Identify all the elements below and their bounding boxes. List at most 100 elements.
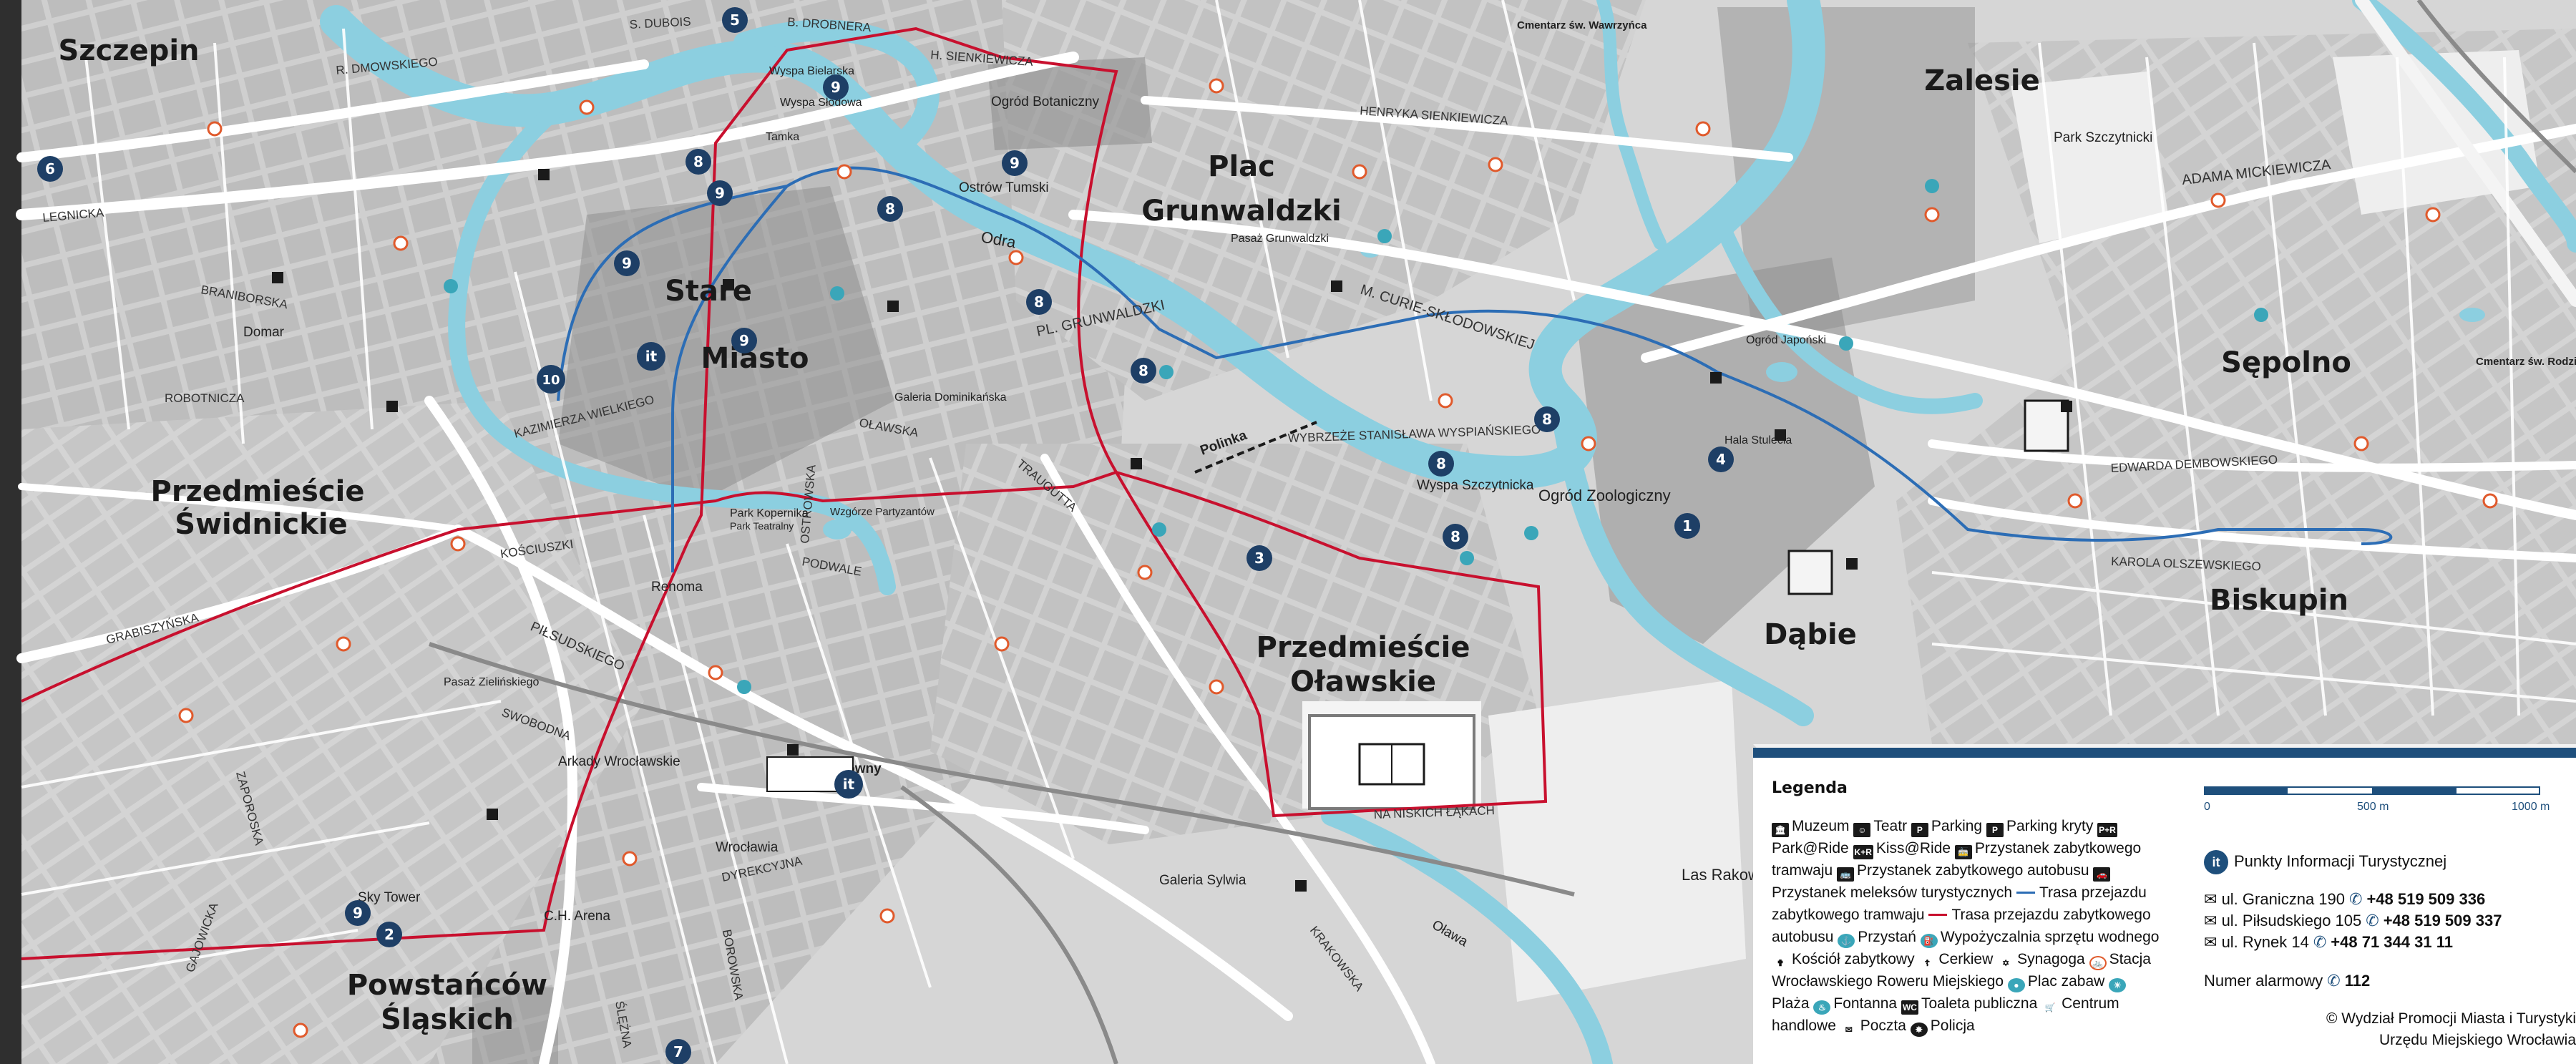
place-label: Cmentarz św. Wawrzyńca bbox=[1517, 19, 1647, 31]
marker-10[interactable]: 10 bbox=[537, 365, 565, 394]
marker-2[interactable]: 2 bbox=[376, 922, 402, 947]
marker-1[interactable]: 1 bbox=[1674, 513, 1700, 539]
historic-tram-route bbox=[21, 26, 1548, 960]
marker-8-label: 8 bbox=[1436, 455, 1446, 472]
polinka-cable-line bbox=[1194, 421, 1317, 474]
marker-8[interactable]: 8 bbox=[686, 149, 711, 175]
marker-8[interactable]: 8 bbox=[1026, 289, 1052, 315]
scale-bar-segment bbox=[2204, 786, 2288, 795]
info-icon: it bbox=[2204, 850, 2228, 874]
marker-5[interactable]: 5 bbox=[722, 7, 748, 33]
scale-label-1000: 1000 m bbox=[2512, 801, 2550, 813]
legend-item: 🛒Centrum handlowe bbox=[1772, 995, 2119, 1034]
marker-7[interactable]: 7 bbox=[665, 1039, 691, 1064]
copyright: © Wydział Promocji Miasta i Turystyki Ur… bbox=[2168, 1008, 2576, 1051]
tourist-info-marker[interactable]: it bbox=[834, 770, 863, 799]
place-label: Ogród Zoologiczny bbox=[1538, 487, 1671, 504]
mail-icon: ✉ bbox=[2204, 890, 2218, 908]
fountain-icon: ♨ bbox=[1813, 1000, 1831, 1015]
office-address: ul. Piłsudskiego 105 bbox=[2221, 912, 2362, 929]
tourist-office: ✉ ul. Rynek 14✆+48 71 344 31 11 bbox=[2204, 933, 2576, 952]
place-label: Galeria Dominikańska bbox=[894, 391, 1007, 404]
place-label: Domar bbox=[243, 325, 285, 340]
legend-label: Parking bbox=[1931, 818, 1983, 834]
marker-9-label: 9 bbox=[715, 185, 725, 202]
legend-item: ✡ Synagoga bbox=[1997, 951, 2085, 968]
legend-label: Muzeum bbox=[1792, 818, 1850, 834]
emergency-label: Numer alarmowy bbox=[2204, 972, 2323, 990]
marker-9[interactable]: 9 bbox=[614, 250, 640, 276]
place-label: Galeria Sylwia bbox=[1159, 873, 1246, 888]
marker-8-label: 8 bbox=[1034, 293, 1044, 311]
parking-covered-icon: P bbox=[1986, 823, 2004, 837]
place-label: Arkady Wrocławskie bbox=[558, 754, 680, 769]
place-label: Tamka bbox=[766, 131, 799, 143]
orthodox-church-icon: ☦ bbox=[1924, 958, 1931, 968]
legend-label: Przystań bbox=[1858, 929, 1916, 945]
legend-item: ☦Cerkiew bbox=[1918, 951, 1994, 968]
place-label: Sky Tower bbox=[358, 890, 421, 905]
mail-icon: ✉ bbox=[2204, 912, 2218, 929]
marker-1-label: 1 bbox=[1682, 517, 1692, 535]
marker-8-label: 8 bbox=[1450, 528, 1460, 545]
legend-label: Stacja Wrocławskiego Roweru Miejskiego bbox=[1772, 951, 2151, 990]
place-label: Ogród Botaniczny bbox=[991, 94, 1100, 109]
place-label: Park Teatralny bbox=[730, 520, 794, 532]
district-szczepin: Szczepin bbox=[58, 34, 199, 67]
tourist-info-marker[interactable]: it bbox=[637, 342, 665, 371]
legend-item: 🏛Muzeum bbox=[1772, 818, 1850, 837]
beach-icon: ☀ bbox=[2109, 978, 2127, 992]
marker-9[interactable]: 9 bbox=[1002, 150, 1028, 176]
tourist-info-label: it bbox=[843, 776, 855, 793]
legend-item: 🚲Stacja Wrocławskiego Roweru Miejskiego bbox=[1772, 951, 2151, 990]
marker-8[interactable]: 8 bbox=[1443, 524, 1468, 550]
synagogue-icon: ✡ bbox=[2002, 958, 2010, 968]
legend-item: Trasa przejazdu zabytkowego tramwaju bbox=[1772, 884, 2147, 923]
museum-icon: 🏛 bbox=[1772, 823, 1789, 837]
marker-8[interactable]: 8 bbox=[877, 196, 903, 222]
marker-9-label: 9 bbox=[622, 255, 632, 272]
bike-station-markers bbox=[178, 78, 2498, 1038]
marker-8[interactable]: 8 bbox=[1428, 451, 1454, 477]
emergency-number[interactable]: 112 bbox=[2344, 972, 2371, 990]
marker-9[interactable]: 9 bbox=[823, 74, 849, 100]
marker-9[interactable]: 9 bbox=[345, 900, 371, 926]
office-phone[interactable]: +48 519 509 337 bbox=[2383, 912, 2502, 929]
legend-label: Synagoga bbox=[2017, 951, 2085, 967]
marker-8-label: 8 bbox=[1138, 362, 1148, 379]
marker-3[interactable]: 3 bbox=[1246, 545, 1272, 571]
kiss-ride-icon: K+R bbox=[1853, 845, 1873, 859]
marker-2-label: 2 bbox=[384, 926, 394, 943]
marker-9-label: 9 bbox=[353, 904, 363, 922]
post-icon: ✉ bbox=[1845, 1025, 1853, 1035]
office-address: ul. Rynek 14 bbox=[2221, 933, 2309, 951]
parking-markers bbox=[272, 169, 2072, 892]
office-phone[interactable]: +48 519 509 336 bbox=[2366, 890, 2486, 908]
office-phone[interactable]: +48 71 344 31 11 bbox=[2331, 933, 2453, 951]
minor-streets bbox=[21, 0, 2576, 1064]
place-label: Wrocławia bbox=[716, 840, 779, 855]
scale-label-0: 0 bbox=[2204, 801, 2210, 813]
legend-item: ✸Policja bbox=[1910, 1017, 1975, 1037]
marker-10-label: 10 bbox=[542, 373, 560, 388]
copyright-line: © Wydział Promocji Miasta i Turystyki bbox=[2326, 1010, 2576, 1027]
marker-8[interactable]: 8 bbox=[1131, 358, 1156, 384]
marker-8[interactable]: 8 bbox=[1534, 406, 1560, 432]
place-label: Wyspa Słodowa bbox=[780, 97, 862, 109]
marker-4[interactable]: 4 bbox=[1708, 446, 1734, 472]
phone-icon: ✆ bbox=[2349, 890, 2363, 908]
numbered-markers[interactable]: 1 2 3 4 5 6 7 8 8 8 8 8 8 8 9 9 9 9 9 9 … bbox=[37, 7, 1734, 1064]
place-label: Ogród Japoński bbox=[1746, 334, 1826, 346]
water-rental-icon: ⛽ bbox=[1920, 934, 1938, 948]
office-address: ul. Graniczna 190 bbox=[2221, 890, 2345, 908]
marker-9[interactable]: 9 bbox=[731, 328, 757, 353]
playground-icon: ● bbox=[2007, 978, 2025, 992]
marker-9[interactable]: 9 bbox=[707, 180, 733, 206]
tourist-info-label: it bbox=[645, 348, 658, 365]
marker-9-label: 9 bbox=[739, 332, 749, 349]
marker-6[interactable]: 6 bbox=[37, 156, 63, 182]
